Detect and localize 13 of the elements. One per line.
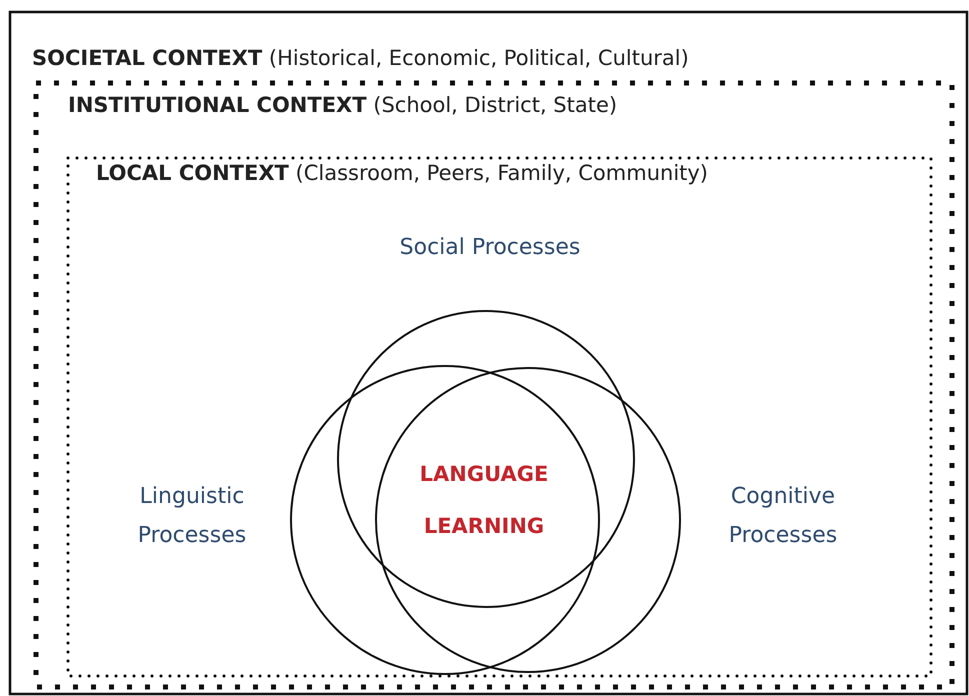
process-label: Cognitive Processes <box>728 483 838 550</box>
process-label: Linguistic Processes <box>136 483 248 550</box>
venn-circle <box>375 367 681 673</box>
context-box <box>36 83 952 687</box>
process-label: Social Processes <box>398 234 582 262</box>
context-box <box>68 158 931 676</box>
context-box <box>10 12 967 694</box>
context-heading: LOCAL CONTEXT (Classroom, Peers, Family, Community) <box>96 161 708 185</box>
context-heading: SOCIETAL CONTEXT (Historical, Economic, Political, Cultural) <box>32 46 689 70</box>
venn-circle <box>290 365 600 675</box>
context-heading: INSTITUTIONAL CONTEXT (School, District, State) <box>68 93 618 117</box>
venn-circle <box>337 310 635 608</box>
center-label: LANGUAGE LEARNING <box>418 461 550 540</box>
